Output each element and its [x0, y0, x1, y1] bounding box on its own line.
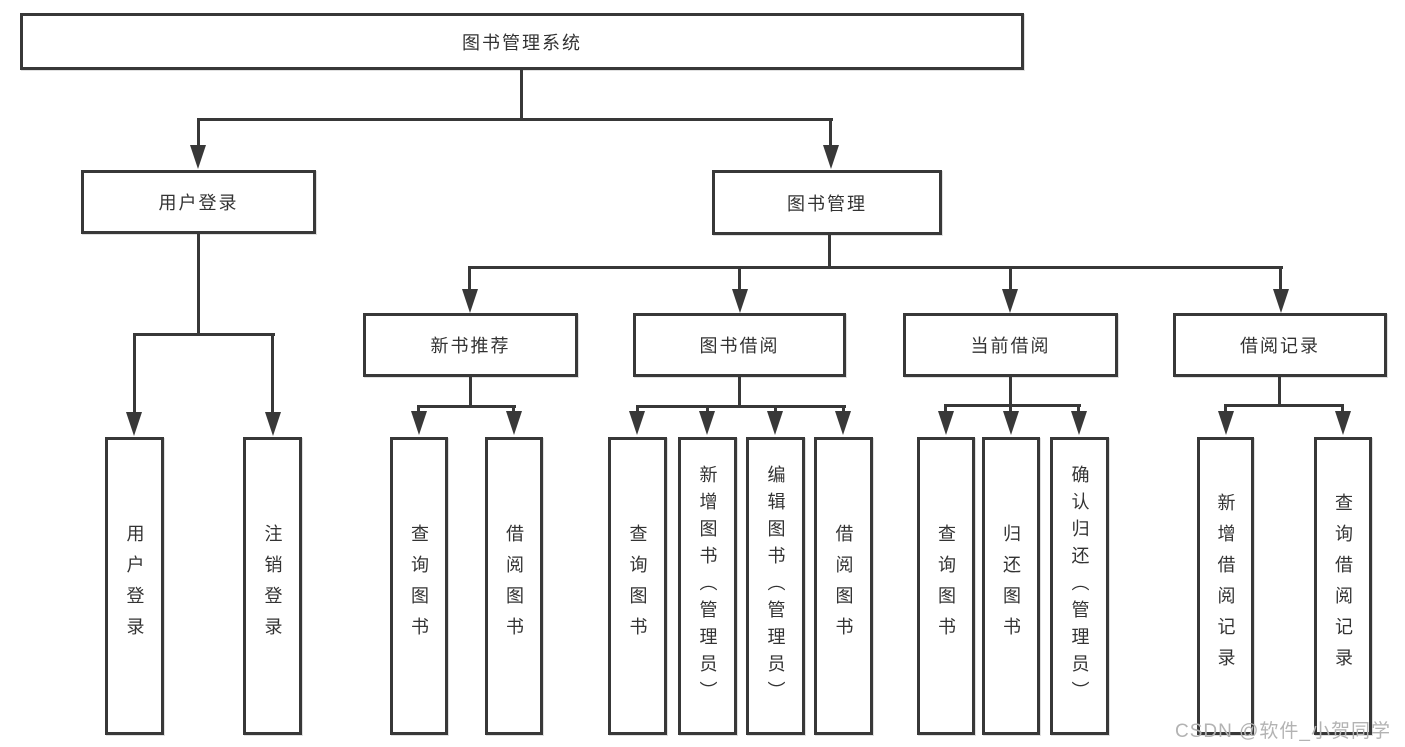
leaf-current-confirm-return: 确认归还（管理员） [1050, 437, 1109, 735]
arrowhead-icon [462, 289, 478, 313]
leaf-borrow-add-book: 新增图书（管理员） [678, 437, 737, 735]
leaf-current-confirm-return-label: 确认归还（管理员） [1069, 464, 1090, 708]
leaf-borrow-query-book-label: 查询图书 [627, 524, 648, 648]
node-user-login-label: 用户登录 [158, 193, 239, 213]
connector-stem [271, 333, 274, 413]
arrowhead-icon [732, 289, 748, 313]
leaf-record-query-record-label: 查询借阅记录 [1333, 493, 1353, 679]
leaf-recommend-query-book: 查询图书 [390, 437, 448, 735]
connector-stem [738, 266, 741, 292]
arrowhead-icon [1071, 411, 1087, 435]
connector-borrow-stem [738, 377, 741, 408]
arrowhead-icon [1273, 289, 1289, 313]
connector-stem [829, 118, 832, 150]
connector-book-management-stem [828, 235, 831, 268]
arrowhead-icon [506, 411, 522, 435]
node-user-login: 用户登录 [81, 170, 316, 234]
leaf-user-login: 用户登录 [105, 437, 164, 735]
node-book-borrow-label: 图书借阅 [699, 336, 780, 356]
arrowhead-icon [938, 411, 954, 435]
connector-user-login-rail [133, 333, 275, 336]
leaf-record-add-record-label: 新增借阅记录 [1215, 493, 1236, 679]
arrowhead-icon [126, 412, 142, 436]
leaf-logout: 注销登录 [243, 437, 302, 735]
node-root-label: 图书管理系统 [462, 32, 582, 53]
leaf-recommend-borrow-book-label: 借阅图书 [504, 524, 524, 648]
leaf-borrow-borrow-book-label: 借阅图书 [833, 524, 854, 648]
leaf-record-query-record: 查询借阅记录 [1314, 437, 1372, 735]
connector-user-login-stem [197, 234, 200, 336]
connector-stem [197, 118, 200, 150]
leaf-logout-label: 注销登录 [262, 524, 283, 648]
connector-root-stem [520, 70, 523, 120]
arrowhead-icon [699, 411, 715, 435]
leaf-recommend-borrow-book: 借阅图书 [485, 437, 543, 735]
leaf-user-login-label: 用户登录 [124, 524, 145, 648]
watermark: CSDN @软件_小贺同学 [1175, 721, 1391, 742]
node-borrow-record-label: 借阅记录 [1240, 336, 1320, 356]
arrowhead-icon [823, 145, 839, 169]
connector-stem [133, 333, 136, 413]
connector-recommend-rail [417, 405, 516, 408]
node-new-book-recommend-label: 新书推荐 [430, 336, 511, 356]
leaf-borrow-add-book-label: 新增图书（管理员） [697, 464, 718, 708]
leaf-borrow-edit-book: 编辑图书（管理员） [746, 437, 805, 735]
leaf-current-query-book: 查询图书 [917, 437, 975, 735]
connector-record-rail [1224, 404, 1344, 407]
connector-recommend-stem [469, 377, 472, 408]
arrowhead-icon [629, 411, 645, 435]
node-borrow-record: 借阅记录 [1173, 313, 1387, 377]
arrowhead-icon [1003, 411, 1019, 435]
arrowhead-icon [1218, 411, 1234, 435]
arrowhead-icon [411, 411, 427, 435]
connector-stem [1279, 266, 1282, 292]
leaf-recommend-query-book-label: 查询图书 [409, 524, 429, 648]
arrowhead-icon [835, 411, 851, 435]
leaf-borrow-edit-book-label: 编辑图书（管理员） [765, 464, 786, 708]
arrowhead-icon [190, 145, 206, 169]
connector-stem [1009, 266, 1012, 292]
connector-current-stem [1009, 377, 1012, 407]
connector-borrow-rail [636, 405, 846, 408]
connector-level3-rail [469, 266, 1283, 269]
leaf-current-return-book-label: 归还图书 [1001, 524, 1021, 648]
node-book-management-label: 图书管理 [787, 193, 867, 214]
node-book-borrow: 图书借阅 [633, 313, 846, 377]
node-current-borrow-label: 当前借阅 [970, 336, 1051, 356]
node-current-borrow: 当前借阅 [903, 313, 1118, 377]
arrowhead-icon [767, 411, 783, 435]
leaf-current-query-book-label: 查询图书 [936, 524, 956, 648]
leaf-borrow-borrow-book: 借阅图书 [814, 437, 873, 735]
leaf-borrow-query-book: 查询图书 [608, 437, 667, 735]
leaf-record-add-record: 新增借阅记录 [1197, 437, 1254, 735]
node-book-management: 图书管理 [712, 170, 942, 235]
arrowhead-icon [265, 412, 281, 436]
node-root: 图书管理系统 [20, 13, 1024, 70]
connector-current-rail [944, 404, 1081, 407]
arrowhead-icon [1002, 289, 1018, 313]
connector-record-stem [1278, 377, 1281, 407]
connector-stem [468, 266, 471, 292]
leaf-current-return-book: 归还图书 [982, 437, 1040, 735]
node-new-book-recommend: 新书推荐 [363, 313, 578, 377]
arrowhead-icon [1335, 411, 1351, 435]
connector-level2-rail [197, 118, 833, 121]
